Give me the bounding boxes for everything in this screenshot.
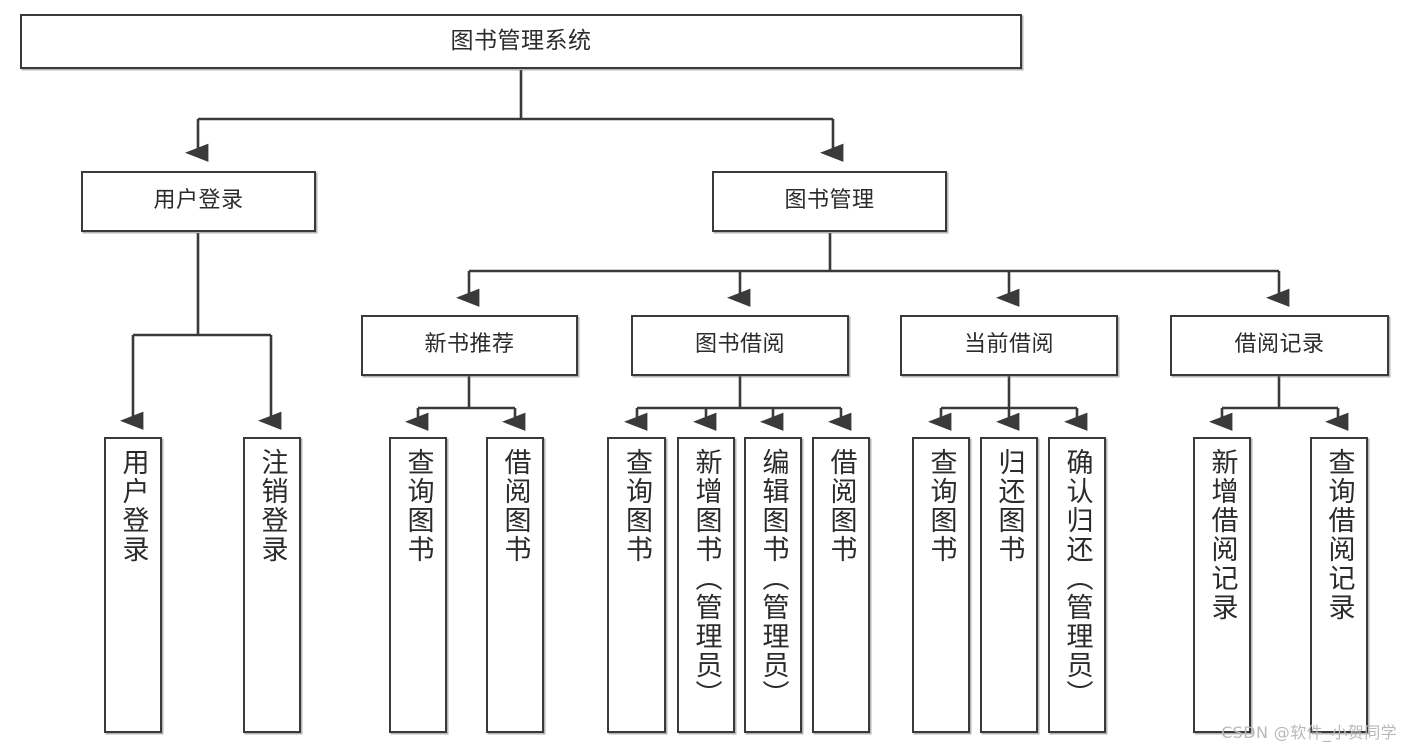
node-label: 借阅记录 (1234, 332, 1325, 358)
node-label: 注销登录 (256, 448, 288, 564)
leaf-book-borrow-query[interactable]: 查询图书 (607, 437, 666, 733)
leaf-current-borrow-return[interactable]: 归还图书 (980, 437, 1038, 733)
leaf-user-login-login[interactable]: 用户登录 (104, 437, 162, 733)
node-label: 图书管理系统 (450, 27, 592, 54)
node-label: 新增图书（管理员） (690, 448, 722, 709)
leaf-borrow-record-add[interactable]: 新增借阅记录 (1193, 437, 1251, 733)
node-label: 借阅图书 (825, 448, 857, 564)
node-user-login[interactable]: 用户登录 (81, 171, 316, 232)
leaf-borrow-record-query[interactable]: 查询借阅记录 (1310, 437, 1368, 733)
leaf-book-borrow-borrow[interactable]: 借阅图书 (812, 437, 870, 733)
node-label: 新增借阅记录 (1206, 448, 1238, 622)
leaf-current-borrow-confirm[interactable]: 确认归还（管理员） (1048, 437, 1106, 733)
node-root-system[interactable]: 图书管理系统 (20, 14, 1022, 69)
node-borrow-record[interactable]: 借阅记录 (1170, 315, 1389, 376)
leaf-book-borrow-add[interactable]: 新增图书（管理员） (677, 437, 735, 733)
leaf-new-book-borrow[interactable]: 借阅图书 (486, 437, 544, 733)
node-label: 图书借阅 (694, 332, 785, 358)
node-current-borrow[interactable]: 当前借阅 (900, 315, 1118, 376)
leaf-book-borrow-edit[interactable]: 编辑图书（管理员） (744, 437, 802, 733)
leaf-user-login-logout[interactable]: 注销登录 (243, 437, 301, 733)
node-label: 新书推荐 (424, 332, 515, 358)
node-book-management[interactable]: 图书管理 (712, 171, 947, 232)
node-label: 借阅图书 (499, 448, 531, 564)
leaf-current-borrow-query[interactable]: 查询图书 (912, 437, 970, 733)
node-label: 图书管理 (784, 188, 875, 214)
node-book-borrow[interactable]: 图书借阅 (631, 315, 849, 376)
node-label: 用户登录 (117, 448, 149, 564)
node-label: 编辑图书（管理员） (757, 448, 789, 709)
node-label: 查询图书 (925, 448, 957, 564)
node-label: 归还图书 (993, 448, 1025, 564)
node-label: 确认归还（管理员） (1061, 448, 1093, 709)
node-label: 查询图书 (621, 448, 652, 564)
node-label: 查询借阅记录 (1323, 448, 1355, 622)
leaf-new-book-query[interactable]: 查询图书 (389, 437, 447, 733)
node-label: 查询图书 (402, 448, 434, 564)
node-new-book-recommend[interactable]: 新书推荐 (361, 315, 578, 376)
node-label: 当前借阅 (963, 332, 1054, 358)
node-label: 用户登录 (153, 188, 244, 214)
